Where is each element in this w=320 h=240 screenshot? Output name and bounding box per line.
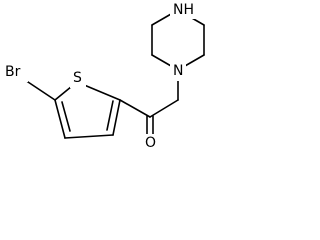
atom-o: O (143, 134, 159, 154)
bond-c2-c3 (112, 99, 121, 136)
atom-s: S (70, 68, 86, 88)
bond-c4-c5 (54, 99, 66, 139)
bond-c2-carbonyl (119, 99, 151, 118)
atom-label-br: Br (5, 64, 21, 80)
bond-c2-c3-inner (106, 100, 114, 131)
piperazine-ring (151, 9, 205, 101)
bond-c3-c4 (64, 134, 114, 139)
atom-label-s: S (73, 70, 82, 86)
atom-label-o: O (145, 135, 156, 151)
atom-nh: NH (170, 0, 196, 19)
thiophene-ring (54, 81, 121, 139)
bond-carbonyl-n (149, 99, 179, 118)
atom-br: Br (2, 62, 28, 82)
atom-n-ring: N (170, 61, 186, 81)
atom-label-n: N (173, 63, 183, 79)
bond-c4-c5-inner (61, 101, 71, 132)
structure-diagram: Br S N NH O (2, 0, 205, 154)
atom-label-nh: NH (173, 2, 194, 18)
